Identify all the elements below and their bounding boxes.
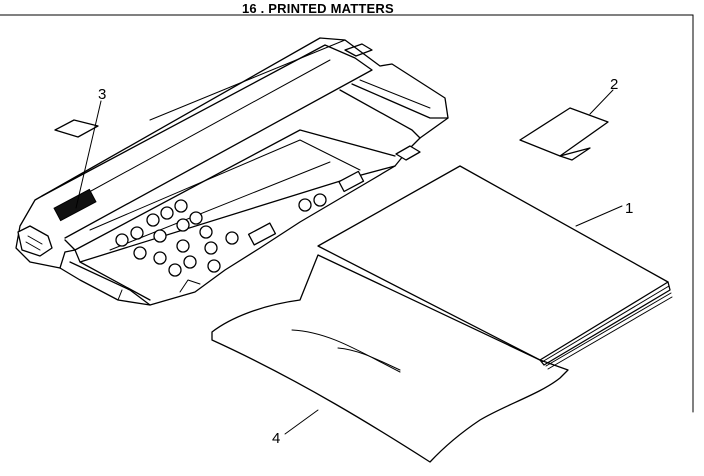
control-buttons <box>115 193 327 277</box>
part-1-manual: 1 <box>317 165 673 370</box>
callout-4-leader <box>284 409 319 435</box>
diagram-title: 16 . PRINTED MATTERS <box>242 1 394 16</box>
callout-1-leader <box>575 205 623 227</box>
callout-1: 1 <box>625 200 633 217</box>
callout-3-leader <box>75 100 102 209</box>
part-4-bag: 4 <box>211 254 569 463</box>
part-2-card: 2 <box>519 76 618 161</box>
callout-4: 4 <box>272 430 280 447</box>
callout-3: 3 <box>98 86 106 103</box>
printer-unit <box>15 37 449 306</box>
callout-2-leader <box>589 89 614 115</box>
part-3-label-sticker: 3 <box>54 86 106 209</box>
callout-2: 2 <box>610 76 618 93</box>
